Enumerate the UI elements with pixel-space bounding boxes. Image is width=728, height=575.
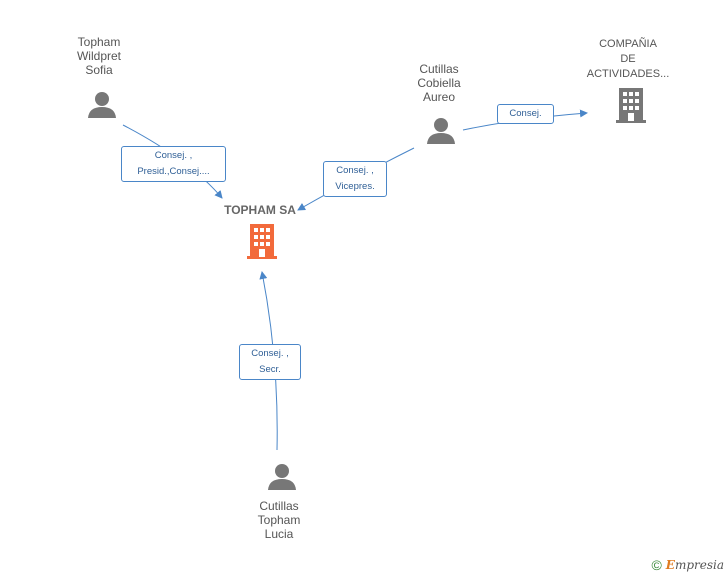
company-node-label[interactable]: COMPAÑIA DE ACTIVIDADES... [586, 38, 670, 80]
person-icon[interactable] [267, 462, 297, 492]
person-icon[interactable] [426, 116, 456, 146]
person-node-sofia-label[interactable]: Topham Wildpret Sofia [76, 35, 121, 77]
person-icon[interactable] [87, 90, 117, 120]
main-company-label[interactable]: TOPHAM SA [224, 203, 296, 217]
brand-logo[interactable]: Empresia [665, 558, 724, 572]
building-icon[interactable] [615, 87, 647, 123]
copyright-symbol: © [651, 557, 662, 573]
edge-label-sofia-main[interactable]: Consej. , Presid.,Consej.... [121, 146, 226, 182]
person-node-lucia-label[interactable]: Cutillas Topham Lucia [257, 499, 301, 541]
building-icon[interactable] [246, 223, 278, 259]
edge-label-lucia-main[interactable]: Consej. , Secr. [239, 344, 301, 380]
footer-brand: © Empresia [651, 557, 724, 573]
person-node-aureo-label[interactable]: Cutillas Cobiella Aureo [417, 62, 461, 104]
edge-label-aureo-main[interactable]: Consej. , Vicepres. [323, 161, 387, 197]
edge-label-aureo-company[interactable]: Consej. [497, 104, 554, 124]
